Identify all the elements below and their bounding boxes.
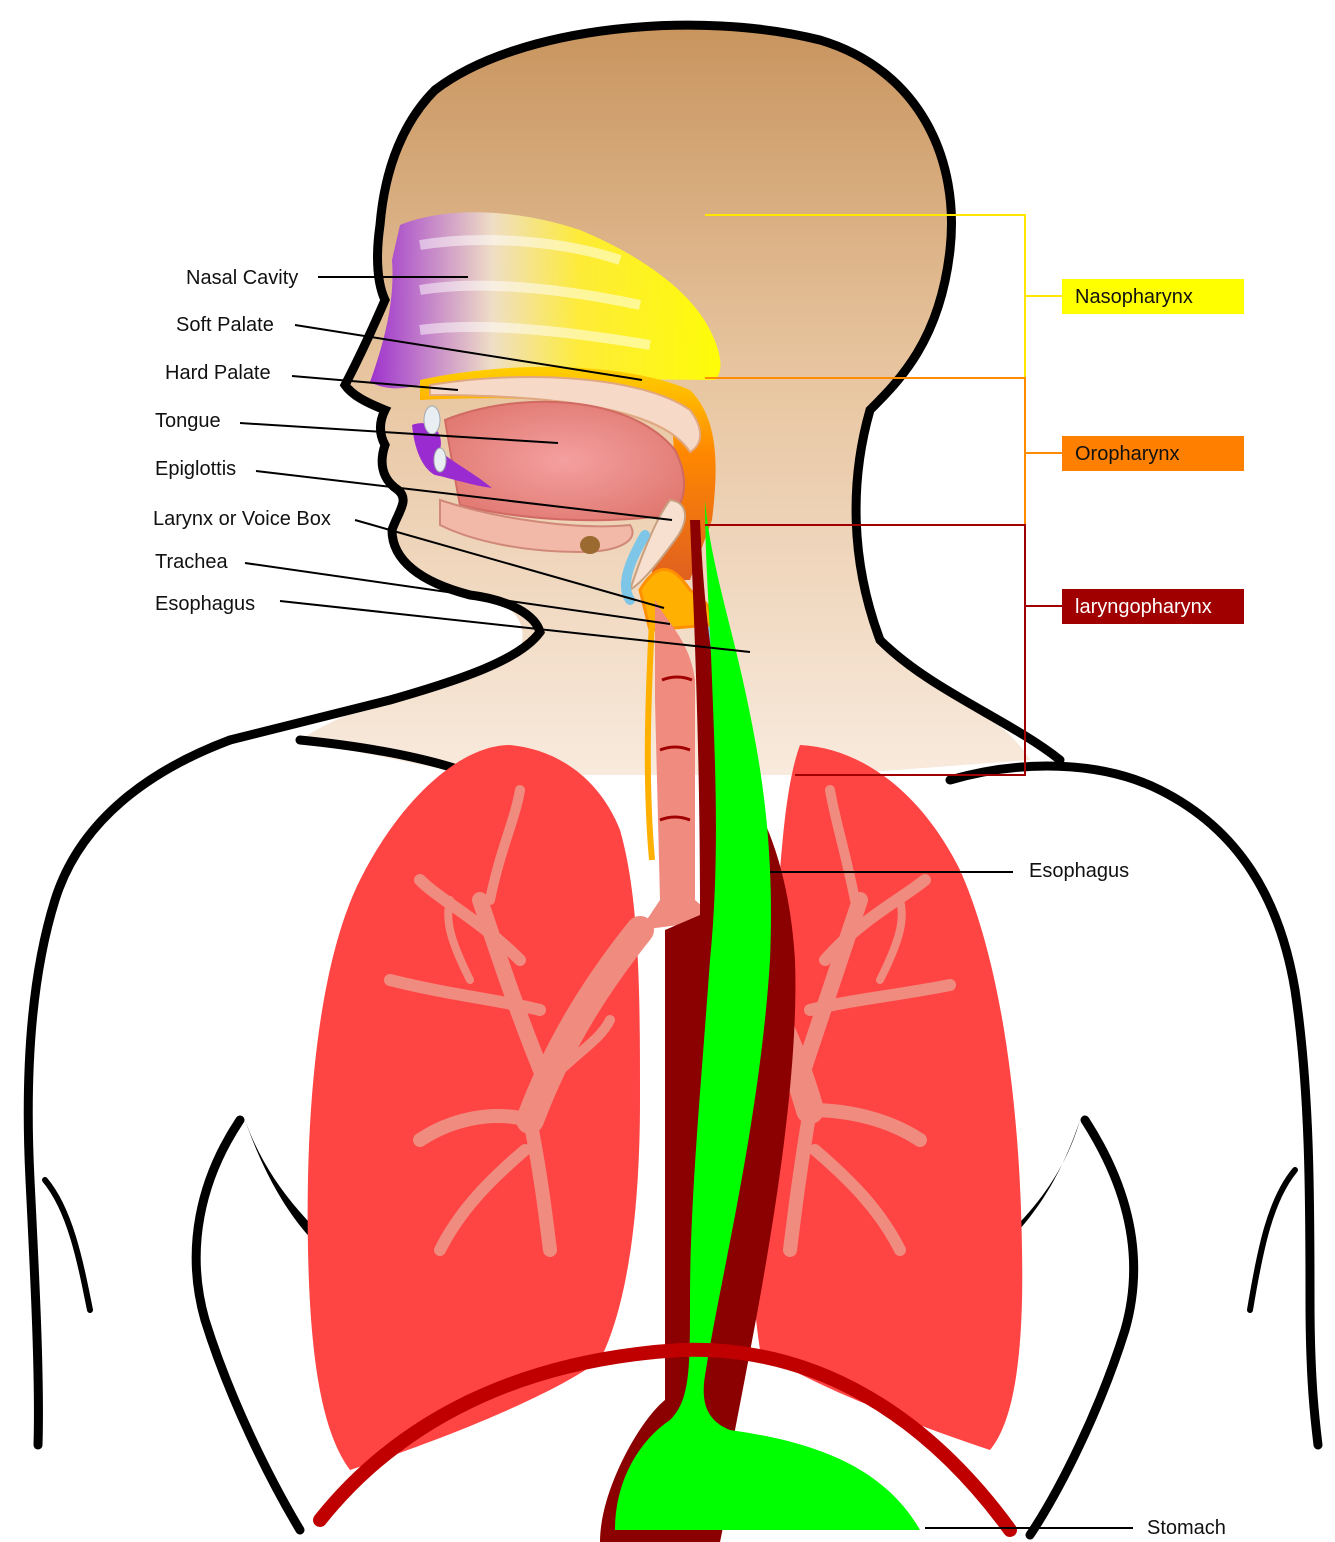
region-label-oropharynx: Oropharynx	[1062, 436, 1244, 471]
right-lung	[750, 745, 1023, 1450]
label-trachea: Trachea	[155, 551, 229, 573]
left-side-outline	[196, 1120, 300, 1530]
oropharynx-label: Oropharynx	[1075, 443, 1180, 465]
region-label-nasopharynx: Nasopharynx	[1062, 279, 1244, 314]
label-nasal-cavity: Nasal Cavity	[186, 267, 298, 289]
left-arm-inner	[45, 1180, 90, 1310]
label-soft-palate: Soft Palate	[176, 314, 274, 336]
label-stomach: Stomach	[1147, 1517, 1226, 1539]
upper-tooth	[424, 406, 440, 434]
lower-tooth	[434, 448, 446, 472]
label-tongue: Tongue	[155, 410, 221, 432]
nasopharynx-label: Nasopharynx	[1075, 286, 1193, 308]
right-arm-inner	[1250, 1170, 1295, 1310]
region-label-laryngopharynx: laryngopharynx	[1062, 589, 1244, 624]
label-esophagus-right: Esophagus	[1029, 860, 1129, 882]
left-shoulder-outline	[28, 740, 230, 1445]
label-epiglottis: Epiglottis	[155, 458, 236, 480]
label-hard-palate: Hard Palate	[165, 362, 271, 384]
laryngopharynx-label: laryngopharynx	[1075, 596, 1212, 618]
hyoid-bone	[580, 536, 600, 554]
right-side-outline	[1030, 1120, 1134, 1535]
label-larynx: Larynx or Voice Box	[153, 508, 331, 530]
label-esophagus-upper: Esophagus	[155, 593, 255, 615]
